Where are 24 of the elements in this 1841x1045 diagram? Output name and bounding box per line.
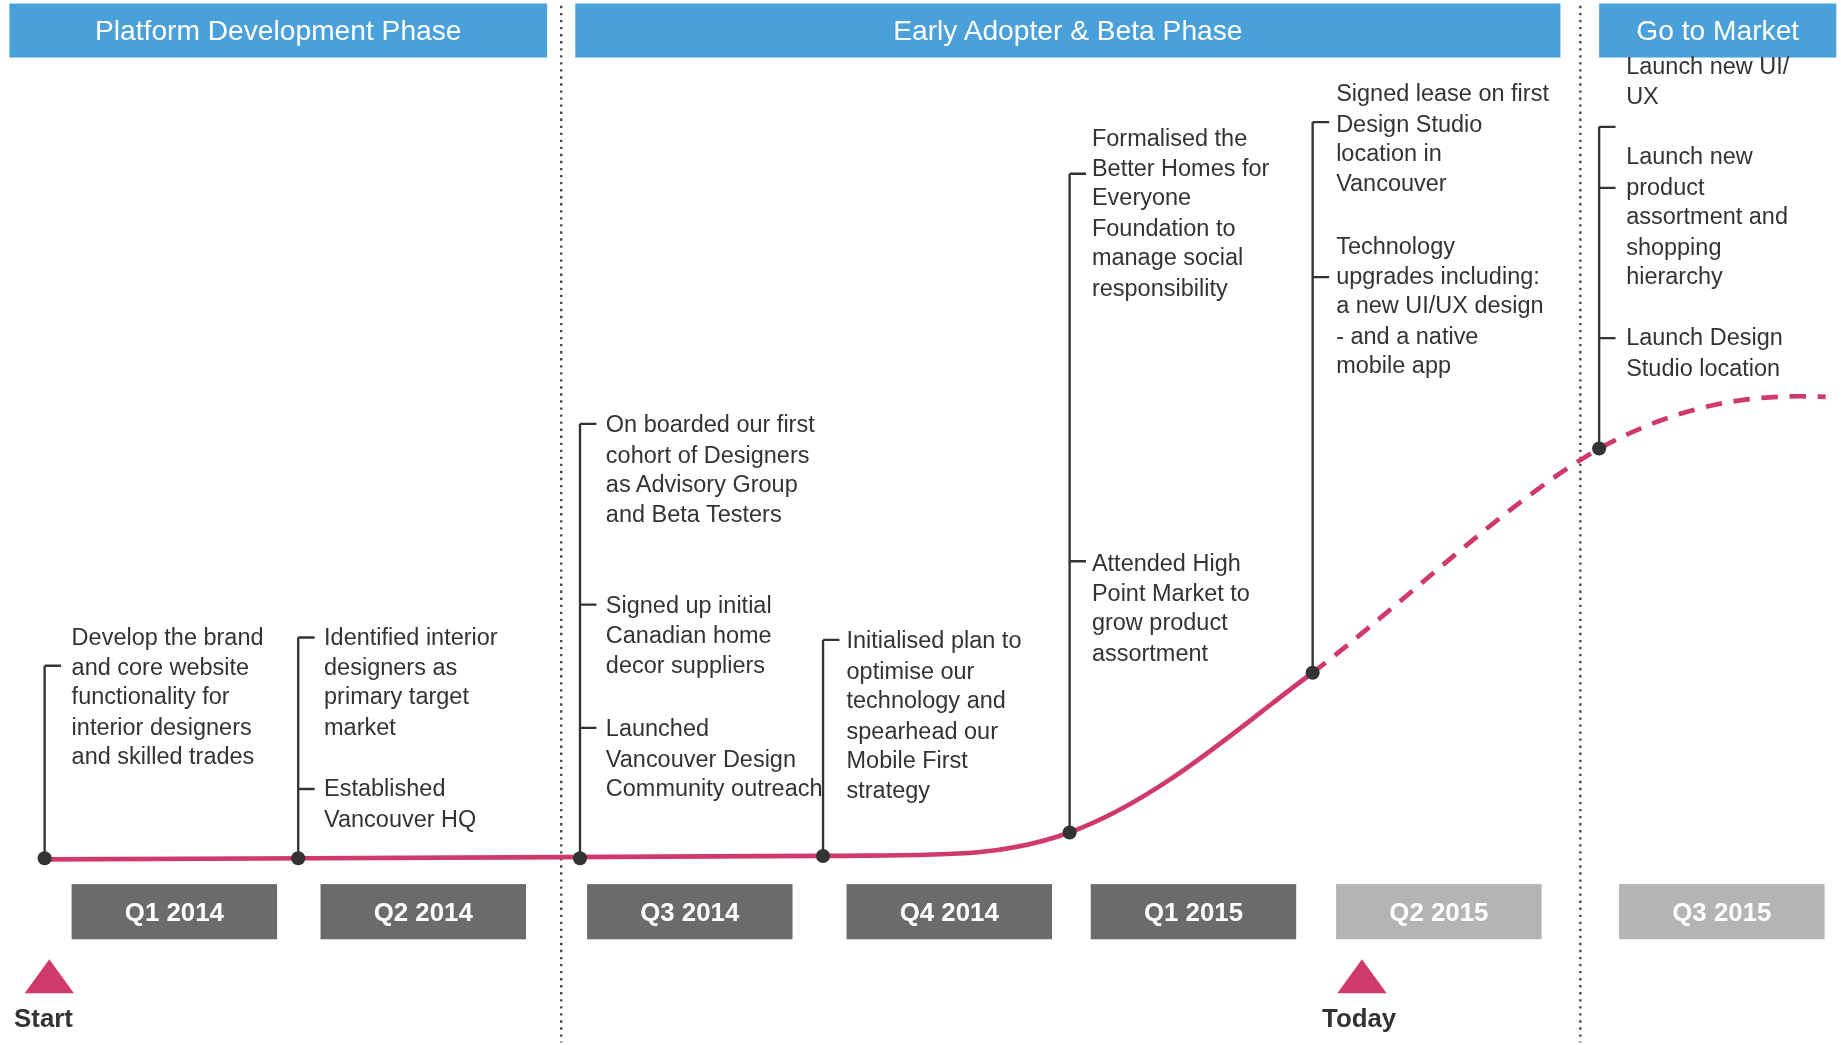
marker-label: Start	[14, 1003, 73, 1035]
milestone-text: On boarded our first cohort of Designers as Advisory Group and Beta Testers	[605, 409, 816, 529]
quarter-box: Q2 2015	[1336, 884, 1542, 940]
milestone-text: Signed lease on first Design Studio location in Vancouver	[1336, 78, 1550, 198]
milestone-text: Launched Vancouver Design Community outreach	[605, 714, 824, 803]
milestone-text: Signed up initial Canadian home decor suppliers	[605, 590, 773, 680]
quarter-box: Q2 2014	[320, 884, 526, 940]
quarter-box: Q1 2015	[1090, 884, 1297, 940]
milestone-text: Launch Design Studio location	[1626, 323, 1784, 382]
phase-header: Platform Development Phase	[9, 3, 548, 58]
quarter-box: Q3 2014	[587, 884, 793, 940]
milestone-text: Develop the brand and core website functionality for interior designers and skilled trades	[71, 622, 265, 772]
milestone-text: Attended High Point Market to grow product assortment	[1091, 548, 1251, 668]
milestone-text: Identified interior designers as primary target market	[324, 622, 499, 742]
quarter-box: Q3 2015	[1619, 884, 1825, 940]
milestone-text: Initialised plan to optimise our technology and spearhead our Mobile First strategy	[846, 625, 1023, 805]
phase-header: Early Adopter & Beta Phase	[575, 3, 1561, 58]
milestone-text: Technology upgrades including: a new UI/UX design - and a native mobile app	[1336, 231, 1545, 381]
quarter-box: Q1 2014	[71, 884, 278, 940]
milestone-text: Launch new product assortment and shopping hierarchy	[1626, 142, 1789, 291]
marker-label: Today	[1322, 1003, 1397, 1035]
milestone-text: Established Vancouver HQ	[324, 773, 478, 834]
quarter-box: Q4 2014	[846, 884, 1052, 940]
milestone-text: Formalised the Better Homes for Everyone Foundation to manage social responsibility	[1091, 123, 1271, 303]
